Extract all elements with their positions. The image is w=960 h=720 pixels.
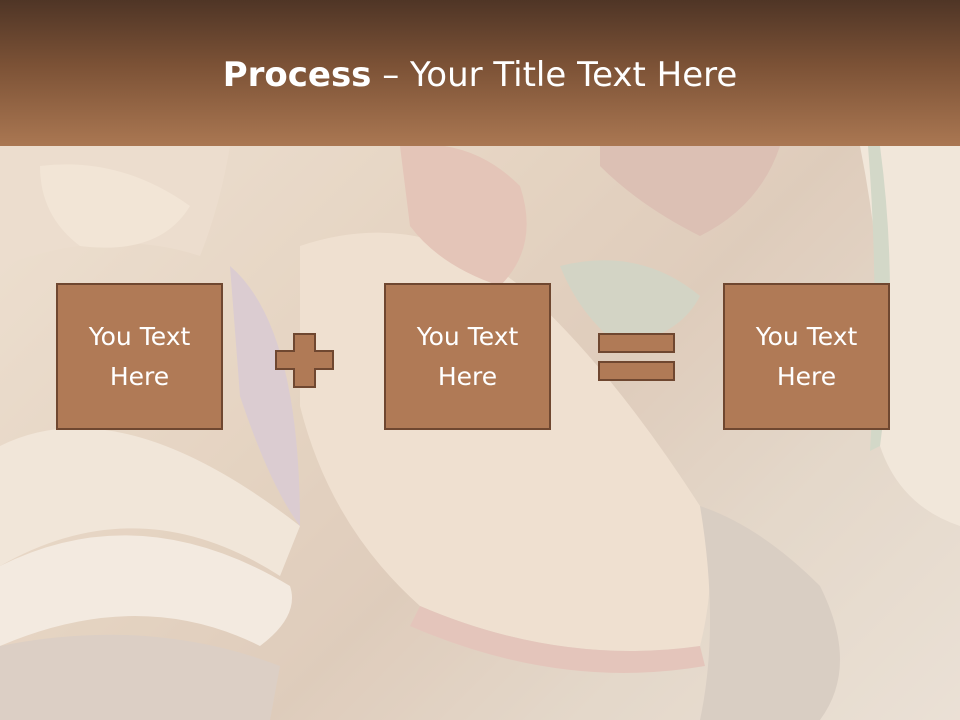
process-box-1-text: You Text Here	[88, 321, 191, 391]
photo-veil	[0, 146, 960, 720]
title-band	[0, 0, 960, 146]
slide-title: Process – Your Title Text Here	[0, 0, 960, 150]
background-photo	[0, 146, 960, 720]
process-box-3-text: You Text Here	[755, 321, 858, 391]
process-box-3: You Text Here	[723, 283, 890, 430]
slide-title-bold: Process	[222, 55, 372, 95]
process-box-2: You Text Here	[384, 283, 551, 430]
process-box-1: You Text Here	[56, 283, 223, 430]
process-box-2-text: You Text Here	[416, 321, 519, 391]
slide-title-rest: – Your Title Text Here	[371, 55, 738, 95]
